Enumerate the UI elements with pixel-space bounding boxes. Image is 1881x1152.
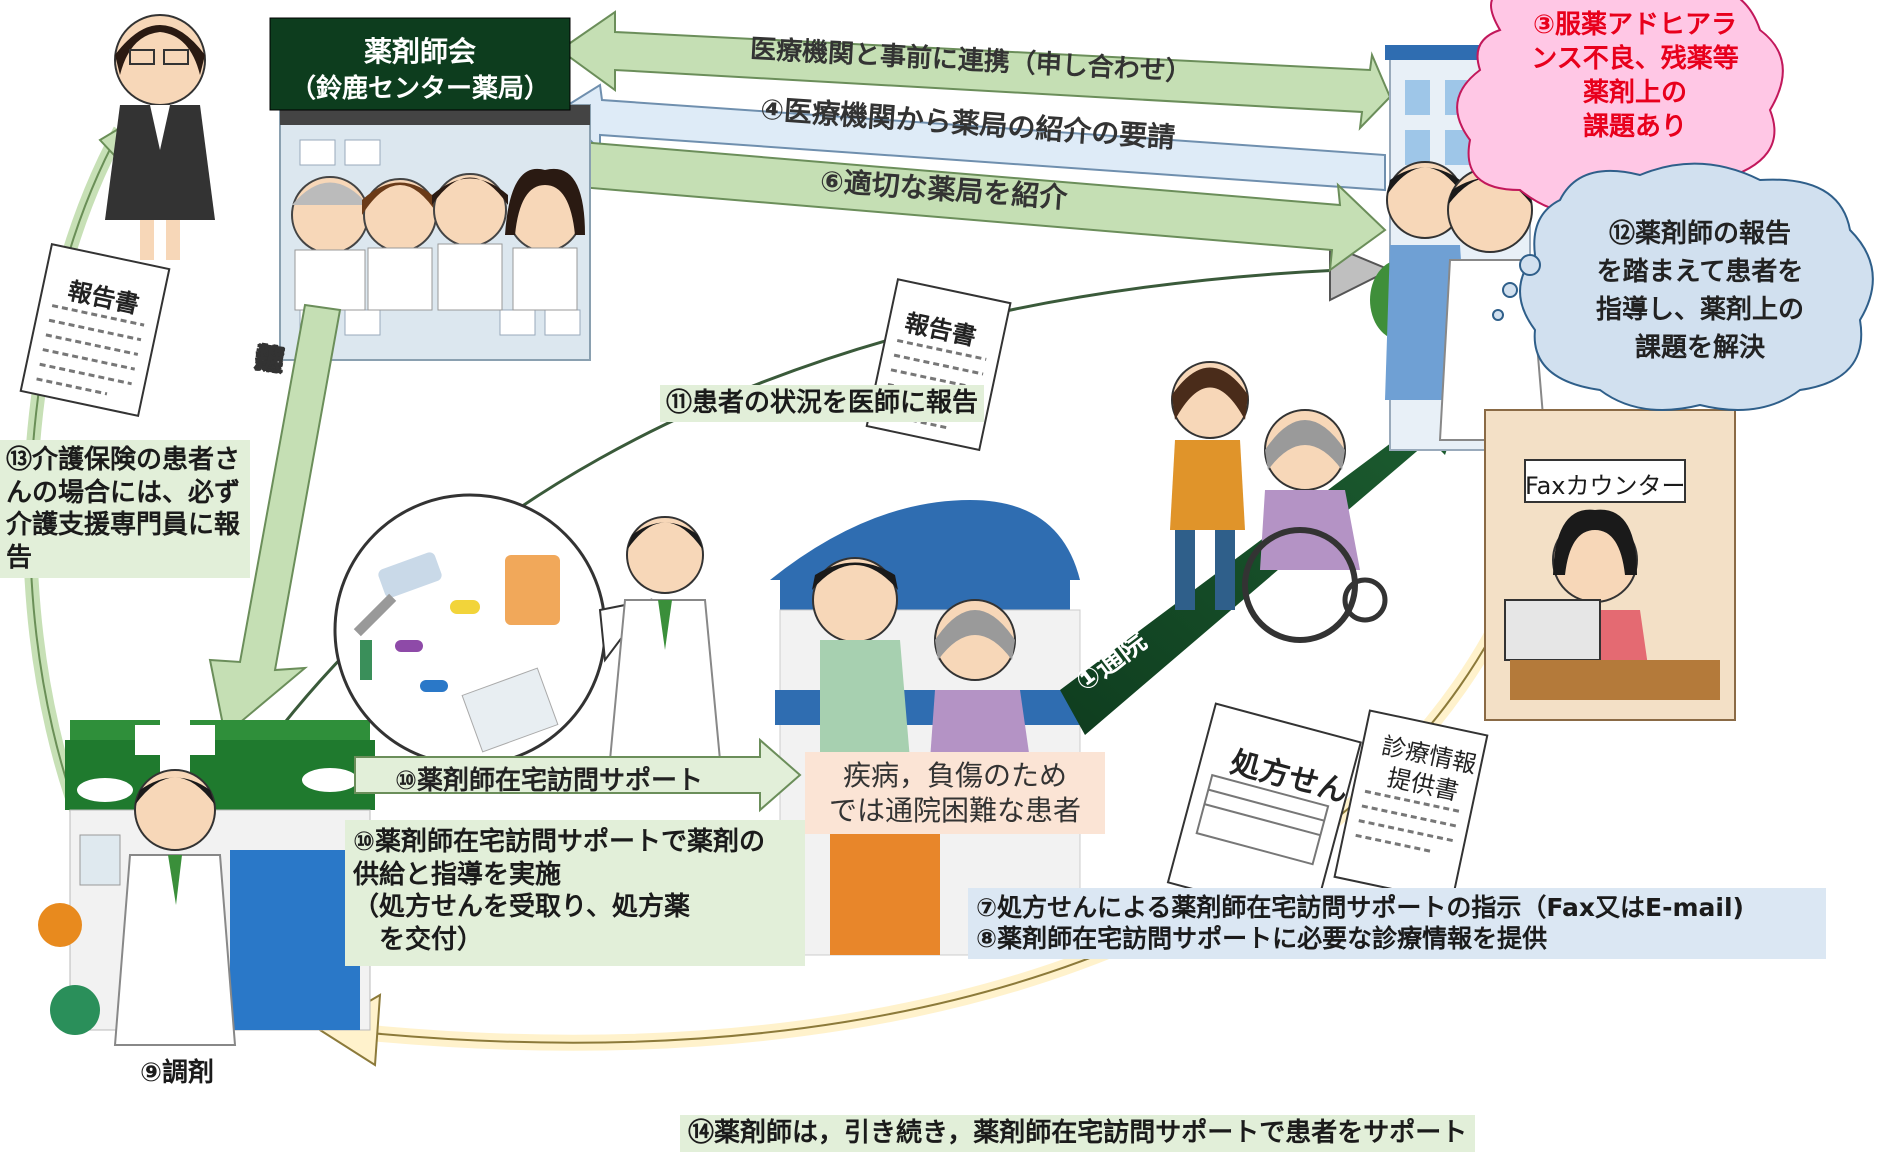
report-doctor-arrow (213, 268, 1341, 821)
instruction-line: ⑧薬剤師在宅訪問サポートに必要な診療情報を提供 (976, 924, 1548, 954)
arrow-home-visit-support (354, 737, 802, 813)
report-document-center (865, 278, 1012, 452)
fax-counter-board (1484, 409, 1736, 721)
pharmacy-support-line: 供給と指導を実施 (353, 859, 562, 890)
dispense-label: ⑨調剤 (140, 1058, 215, 1088)
prescription-document (1166, 702, 1362, 923)
instruction-line: ⑦処方せんによる薬剤師在宅訪問サポートの指示（Fax又はE-mail) (976, 893, 1744, 922)
association-building (279, 104, 591, 361)
pink-cloud-line: ③服薬アドヒアラ (1532, 10, 1737, 40)
care-manager-figure (105, 14, 215, 260)
patient-label: 疾病，負傷のため では通院困難な患者 (805, 752, 1105, 834)
staff-group (291, 168, 585, 311)
doctor-figures (1385, 161, 1547, 441)
pharmacist-figure-dispensing (79, 769, 237, 1046)
patient-house (770, 500, 1085, 956)
pink-cloud-line: ンス不良、残薬等 (1531, 44, 1739, 74)
report-document-left (19, 242, 171, 418)
care-report-line: ⑬介護保険の患者さ (6, 445, 241, 475)
blue-cloud-line: を踏まえて患者を (1596, 257, 1804, 287)
arrow-select-pharmacy (208, 303, 342, 737)
association-sign (269, 17, 571, 111)
care-report-line: 告 (6, 542, 33, 573)
care-report-line: んの場合には、必ず (6, 477, 241, 508)
blue-cloud-text: ⑫薬剤師の報告 を踏まえて患者を 指導し、薬剤上の 課題を解決 (1560, 215, 1840, 367)
care-report-line: 介護支援専門員に報 (6, 510, 241, 540)
fax-counter-label: Faxカウンター (1525, 472, 1686, 500)
pharmacy-support-line: ⑩薬剤師在宅訪問サポートで薬剤の (353, 827, 766, 857)
instructions-label: ⑦処方せんによる薬剤師在宅訪問サポートの指示（Fax又はE-mail) ⑧薬剤師… (968, 888, 1826, 959)
medical-info-document (1333, 709, 1489, 903)
blue-cloud-line: ⑫薬剤師の報告 (1608, 219, 1791, 249)
association-subname: （鈴鹿センター薬局） (289, 74, 550, 104)
blue-cloud-line: 課題を解決 (1634, 333, 1765, 363)
arrow-home-visit-support-label: ⑩薬剤師在宅訪問サポート (395, 766, 704, 796)
caregiver-wheelchair (1170, 361, 1388, 643)
pink-cloud-line: 薬剤上の (1582, 78, 1687, 108)
continue-support-label: ⑭薬剤師は，引き続き，薬剤師在宅訪問サポートで患者をサポート (680, 1115, 1476, 1152)
pink-cloud-line: 課題あり (1582, 112, 1687, 142)
patient-line: では通院困難な患者 (828, 794, 1081, 827)
medicine-illustration (333, 493, 653, 767)
pharmacy-support-label: ⑩薬剤師在宅訪問サポートで薬剤の 供給と指導を実施 （処方せんを受取り、処方薬 … (345, 820, 805, 966)
arrow-introduce-pharmacy (555, 138, 1387, 273)
pharmacist-figure-home (608, 516, 722, 761)
pharmacy-support-line: （処方せんを受取り、処方薬 (353, 892, 690, 922)
patient-line: 疾病，負傷のため (842, 759, 1067, 792)
report-doctor-label: ⑪患者の状況を医師に報告 (660, 385, 985, 422)
select-char: 択 (252, 340, 287, 380)
blue-cloud-line: 指導し、薬剤上の (1595, 295, 1804, 325)
care-report-label: ⑬介護保険の患者さ んの場合には、必ず 介護支援専門員に報 告 (0, 440, 250, 578)
pharmacy-support-line: を交付） (353, 924, 484, 955)
association-name: 薬剤師会 (363, 35, 476, 68)
pink-cloud-text: ③服薬アドヒアラ ンス不良、残薬等 薬剤上の 課題あり (1500, 8, 1770, 144)
blue-cloud (1492, 162, 1874, 411)
